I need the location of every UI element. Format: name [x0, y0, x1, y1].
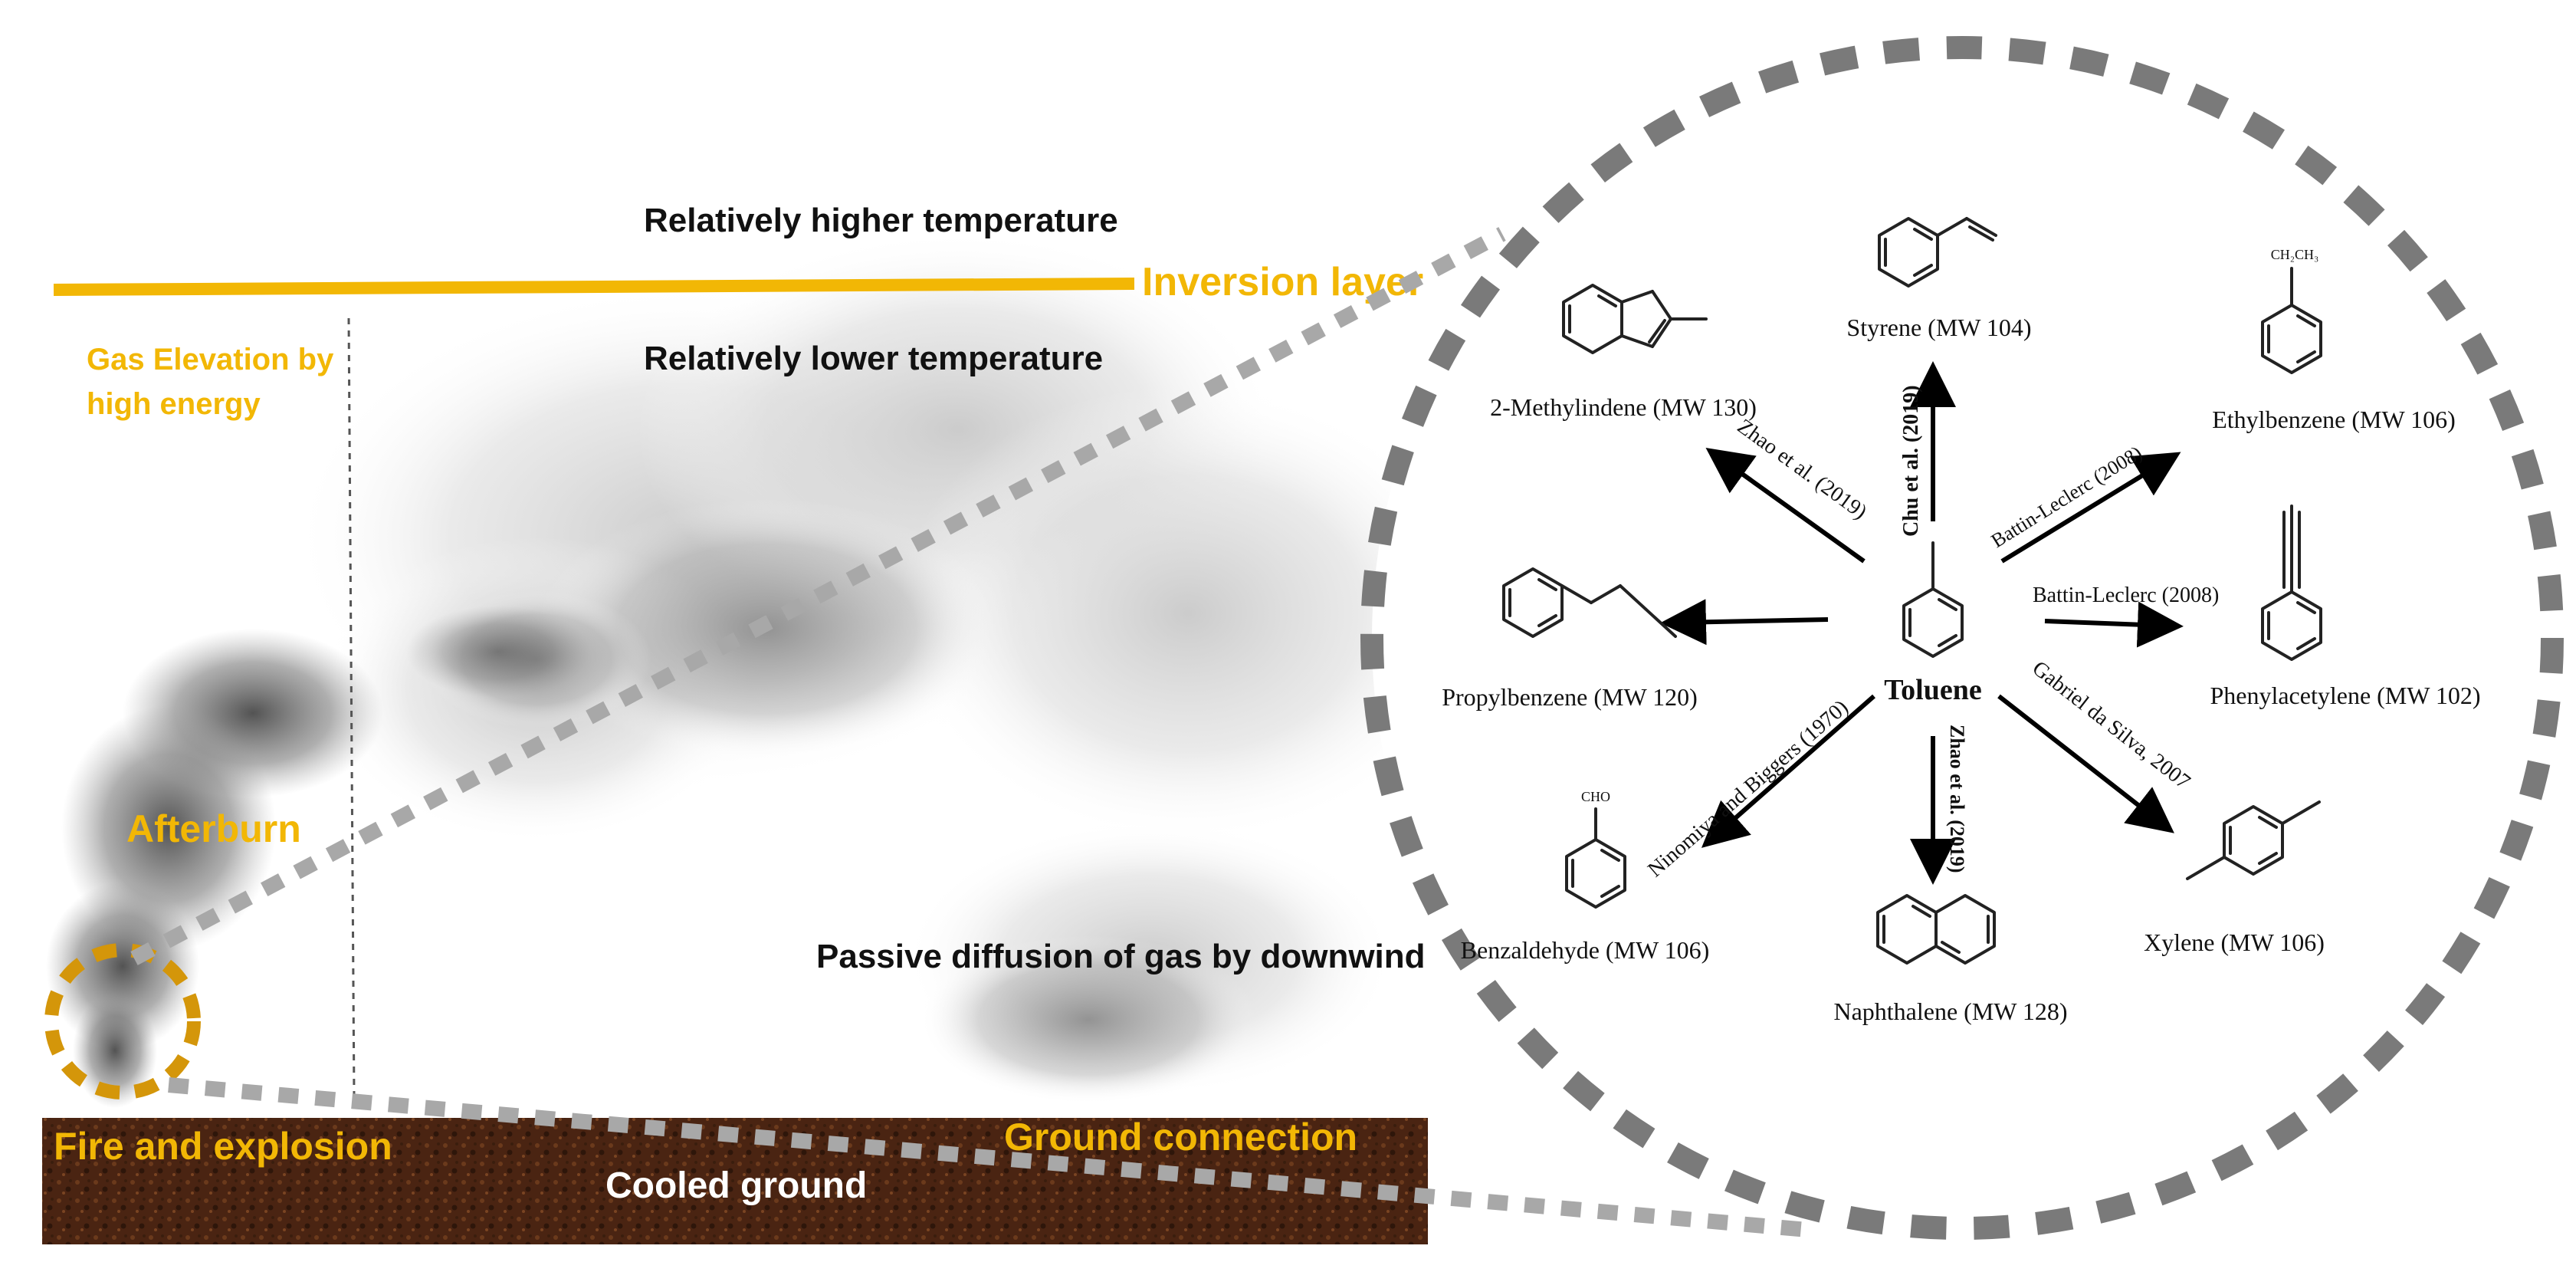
ground-connection-label: Ground connection	[1004, 1116, 1357, 1159]
xylene-label: Xylene (MW 106)	[2144, 929, 2325, 956]
toluene-molecule	[1902, 541, 1964, 658]
afterburn-label: Afterburn	[126, 807, 301, 850]
arrow-to-phenylacetylene	[2044, 601, 2184, 648]
source-highlight-circle	[44, 943, 201, 1099]
passive-diffusion-label: Passive diffusion of gas by downwind	[816, 938, 1426, 975]
arrow-to-propylbenzene	[1660, 599, 1829, 646]
ref-zhao-down: Zhao et al. (2019)	[1946, 725, 1968, 873]
ref-chu: Chu et al. (2019)	[1899, 385, 1923, 537]
arrow-to-ethylbenzene	[2000, 452, 2181, 564]
higher-temp-label: Relatively higher temperature	[644, 202, 1118, 239]
zoom-connector-upper	[130, 227, 1506, 965]
gas-elevation-label-2: high energy	[87, 387, 261, 421]
ethyl-substituent: CH₂CH₃	[2271, 247, 2319, 262]
propylbenzene-molecule	[1502, 567, 1677, 638]
smoke-plume	[46, 230, 1479, 1108]
gas-elevation-label: Gas Elevation by	[87, 343, 334, 376]
fire-explosion-label: Fire and explosion	[54, 1125, 392, 1168]
styrene-label: Styrene (MW 104)	[1846, 314, 2031, 341]
ref-battin-right: Battin-Leclerc (2008)	[2033, 583, 2219, 607]
methylindene-label: 2-Methylindene (MW 130)	[1490, 393, 1757, 421]
arrow-to-benzaldehyde	[1701, 694, 1875, 848]
propylbenzene-label: Propylbenzene (MW 120)	[1442, 683, 1698, 711]
ethylbenzene-molecule	[2261, 267, 2322, 374]
reaction-arrows	[1660, 361, 2184, 885]
arrow-to-xylene	[1997, 694, 2174, 833]
lower-temp-label: Relatively lower temperature	[644, 340, 1103, 377]
toluene-label: Toluene	[1884, 674, 1981, 706]
zoom-connector-lower	[168, 1077, 1817, 1238]
methylindene-molecule	[1562, 284, 1708, 354]
ethylbenzene-label: Ethylbenzene (MW 106)	[2212, 406, 2456, 433]
benzaldehyde-label: Benzaldehyde (MW 106)	[1461, 936, 1710, 964]
inversion-line	[53, 278, 1135, 296]
benzaldehyde-molecule	[1565, 807, 1626, 909]
naphthalene-label: Naphthalene (MW 128)	[1833, 998, 2067, 1025]
xylene-molecule	[2186, 800, 2321, 880]
arrow-to-methylindene	[1705, 448, 1866, 564]
phenylacetylene-label: Phenylacetylene (MW 102)	[2210, 682, 2480, 709]
naphthalene-molecule	[1876, 894, 1996, 965]
styrene-molecule	[1878, 217, 1997, 288]
cooled-ground-label: Cooled ground	[605, 1165, 867, 1206]
phenylacetylene-molecule	[2261, 505, 2322, 661]
aldehyde-substituent: CHO	[1581, 789, 1610, 804]
